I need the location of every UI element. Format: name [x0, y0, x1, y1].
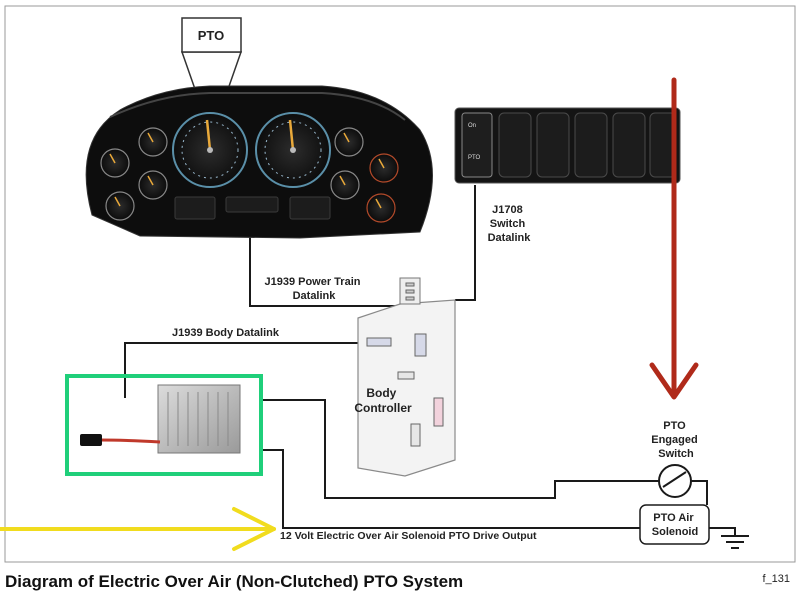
pto-air-solenoid-label: PTO Air Solenoid [652, 512, 698, 538]
instrument-cluster [85, 85, 433, 239]
diagram-frame [4, 5, 796, 563]
speedometer-gauge [172, 112, 248, 188]
diagram-caption: Diagram of Electric Over Air (Non-Clutch… [5, 572, 463, 591]
drive-output-label: 12 Volt Electric Over Air Solenoid PTO D… [280, 530, 537, 542]
drive-output-wire [263, 449, 640, 529]
blank-switch-slots [498, 112, 677, 178]
switch-to-solenoid-wire [691, 480, 708, 505]
j1708-datalink-label: J1708 Switch Datalink [488, 204, 532, 244]
ground-wire [709, 527, 736, 535]
controller-connectors [366, 282, 444, 447]
engaged-switch-wire [263, 399, 660, 499]
pto-engaged-switch-label: PTO Engaged Switch [651, 420, 701, 460]
pto-rocker-switch [461, 112, 493, 178]
ground-icon [721, 535, 749, 549]
switch-on-label: On [468, 123, 476, 129]
electric-controller-module [80, 384, 241, 454]
tachometer-gauge [255, 112, 331, 188]
pto-tag-label: PTO [198, 28, 225, 43]
switch-pto-label: PTO [468, 155, 481, 161]
j1939-body-wire [124, 342, 358, 398]
figure-id: f_131 [762, 573, 790, 585]
pto-air-solenoid: PTO Air Solenoid [639, 504, 710, 545]
pto-engaged-switch: PTO Engaged Switch [651, 420, 701, 498]
body-controller: Body Controller [354, 277, 456, 477]
yellow-annotation-arrow [0, 507, 276, 551]
j1939-power-train-wire [249, 222, 400, 307]
controller-highlight-box [65, 374, 263, 476]
j1708-wire [455, 185, 476, 301]
j1939-power-train-label: J1939 Power Train Datalink [264, 276, 363, 302]
j1939-body-datalink-label: J1939 Body Datalink [172, 327, 280, 339]
red-annotation-arrow [649, 77, 699, 400]
switch-panel: On PTO [454, 107, 681, 184]
wiring [124, 185, 736, 535]
body-controller-label: Body Controller [354, 386, 412, 415]
pto-indicator-callout: PTO [180, 17, 243, 93]
gauge-needles [109, 132, 385, 209]
cluster-lower-displays [174, 196, 331, 220]
